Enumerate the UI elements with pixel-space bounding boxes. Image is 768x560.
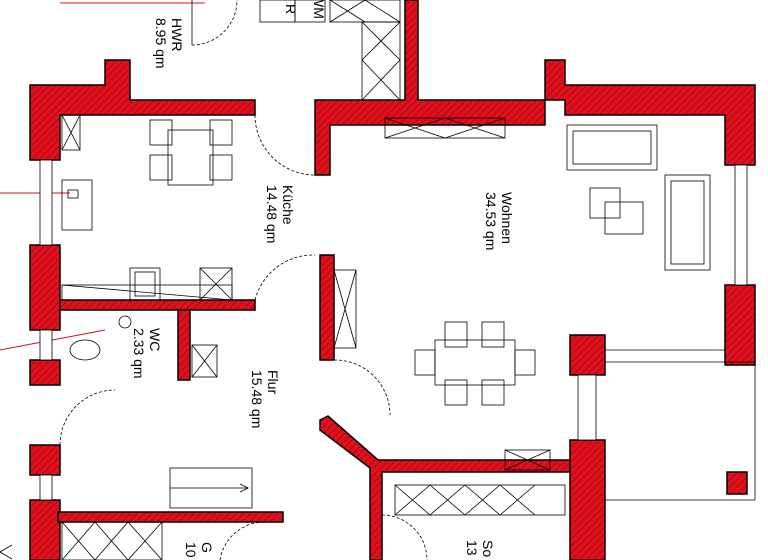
room-label-so: So 13 bbox=[464, 540, 496, 557]
washer bbox=[294, 0, 326, 23]
room-label-wc: WC 2.33 qm bbox=[131, 328, 163, 379]
room-label-flur: Flur 15.48 qm bbox=[249, 370, 281, 428]
room-name: So bbox=[480, 540, 496, 557]
room-area: 8.95 qm bbox=[153, 18, 169, 69]
room-area: 10 bbox=[183, 542, 199, 558]
svg-text:R: R bbox=[283, 4, 299, 14]
furniture bbox=[67, 119, 711, 406]
doors bbox=[59, 0, 428, 560]
room-label-hwr: HWR 8.95 qm bbox=[153, 18, 185, 69]
windows bbox=[39, 159, 756, 501]
room-name: Küche bbox=[280, 185, 296, 225]
dryer-label: R bbox=[283, 4, 299, 14]
svg-text:WM: WM bbox=[311, 0, 327, 19]
walls bbox=[29, 0, 756, 560]
room-area: 14.48 qm bbox=[264, 185, 280, 243]
room-area: 15.48 qm bbox=[249, 370, 265, 428]
room-name: HWR bbox=[169, 18, 185, 51]
room-name: WC bbox=[147, 328, 163, 351]
room-area: 34.53 qm bbox=[483, 192, 499, 250]
dimension-markers bbox=[0, 2, 205, 351]
room-label-wohnen: Wohnen 34.53 qm bbox=[483, 192, 515, 250]
cabinets bbox=[61, 0, 566, 560]
room-area: 2.33 qm bbox=[131, 328, 147, 379]
room-name: Wohnen bbox=[499, 192, 515, 244]
washer-label: WM bbox=[311, 0, 327, 19]
room-label-g: G 10 bbox=[183, 542, 215, 558]
room-label-kueche: Küche 14.48 qm bbox=[264, 185, 296, 243]
room-name: G bbox=[199, 542, 215, 553]
room-name: Flur bbox=[265, 370, 281, 394]
room-area: 13 bbox=[464, 540, 480, 556]
section-arrow-icon bbox=[0, 544, 13, 560]
